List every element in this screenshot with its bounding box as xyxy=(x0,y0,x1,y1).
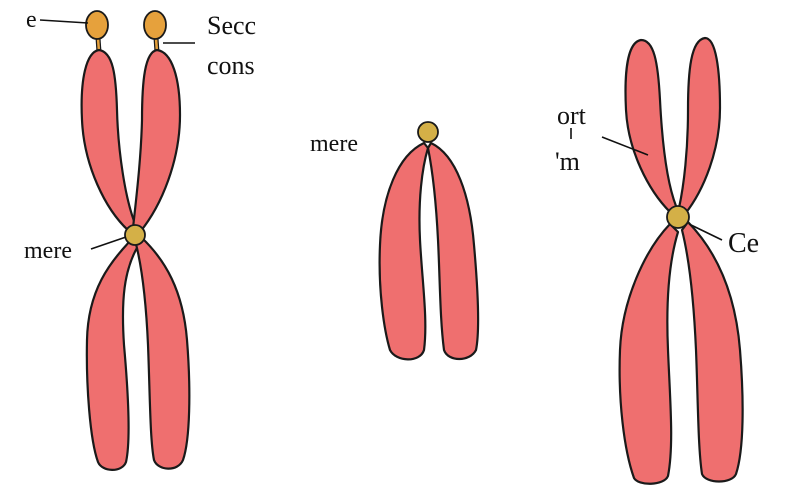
short-arm-label-line1: ort xyxy=(557,101,587,130)
upper-chromatid-left xyxy=(82,50,136,232)
satellite-left xyxy=(86,11,108,39)
satellite-right xyxy=(144,11,166,39)
satellite-leader-line xyxy=(40,20,88,23)
secondary-constriction-label-line1: Secc xyxy=(207,11,256,40)
centromere-right-label: Ce xyxy=(728,228,759,259)
secondary-constriction-label-line2: cons xyxy=(207,51,255,80)
long-chromatid-right xyxy=(682,222,743,482)
upper-chromatid-right xyxy=(133,50,180,232)
short-arm-label-line2: 'm xyxy=(555,147,580,176)
telocentric-chromatid-right xyxy=(428,143,478,359)
satellite-chromosome: e Secc cons mere xyxy=(24,7,256,470)
telocentric-chromatid-left xyxy=(380,143,428,359)
telocentric-chromosome: mere xyxy=(310,122,478,359)
satellite-label: e xyxy=(26,7,37,33)
centromere-left-leader-line xyxy=(91,237,126,249)
centromere-right xyxy=(667,206,689,228)
short-chromatid-left xyxy=(626,40,676,212)
centromere-left xyxy=(125,225,145,245)
centromere-middle xyxy=(418,122,438,142)
centromere-middle-label: mere xyxy=(310,131,358,157)
centromere-left-label: mere xyxy=(24,238,72,264)
lower-chromatid-left xyxy=(87,240,138,470)
short-chromatid-right xyxy=(679,38,720,214)
long-chromatid-left xyxy=(620,224,678,484)
submetacentric-chromosome: ort 'm Ce xyxy=(555,38,759,484)
lower-chromatid-right xyxy=(136,238,189,469)
